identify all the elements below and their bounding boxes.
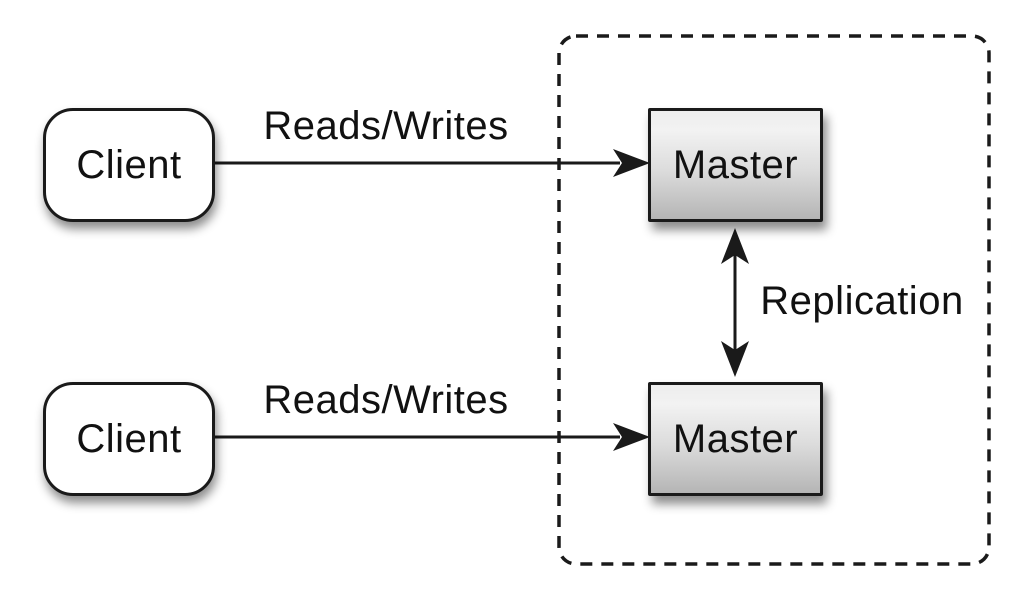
node-master-bottom-label: Master bbox=[672, 416, 799, 461]
node-master-bottom: Master bbox=[648, 382, 823, 496]
arrowhead-up-icon bbox=[721, 228, 749, 264]
node-client-bottom: Client bbox=[43, 382, 215, 496]
edge-reads-writes-top-arrow bbox=[215, 149, 650, 177]
arrowhead-right-icon bbox=[613, 149, 650, 177]
node-client-bottom-label: Client bbox=[76, 416, 182, 461]
node-master-top: Master bbox=[648, 108, 823, 222]
arrowhead-down-icon bbox=[721, 341, 749, 377]
node-master-top-label: Master bbox=[672, 142, 799, 187]
edge-replication-arrow bbox=[721, 228, 749, 377]
edge-label-reads-writes-bottom: Reads/Writes bbox=[263, 378, 509, 422]
replication-group-dashed-border bbox=[557, 34, 991, 566]
edge-reads-writes-bottom-arrow bbox=[215, 423, 650, 451]
node-client-top: Client bbox=[43, 108, 215, 222]
node-client-top-label: Client bbox=[76, 142, 182, 187]
edge-label-reads-writes-top: Reads/Writes bbox=[263, 104, 509, 148]
edge-label-replication: Replication bbox=[760, 279, 964, 323]
arrowhead-right-icon bbox=[613, 423, 650, 451]
